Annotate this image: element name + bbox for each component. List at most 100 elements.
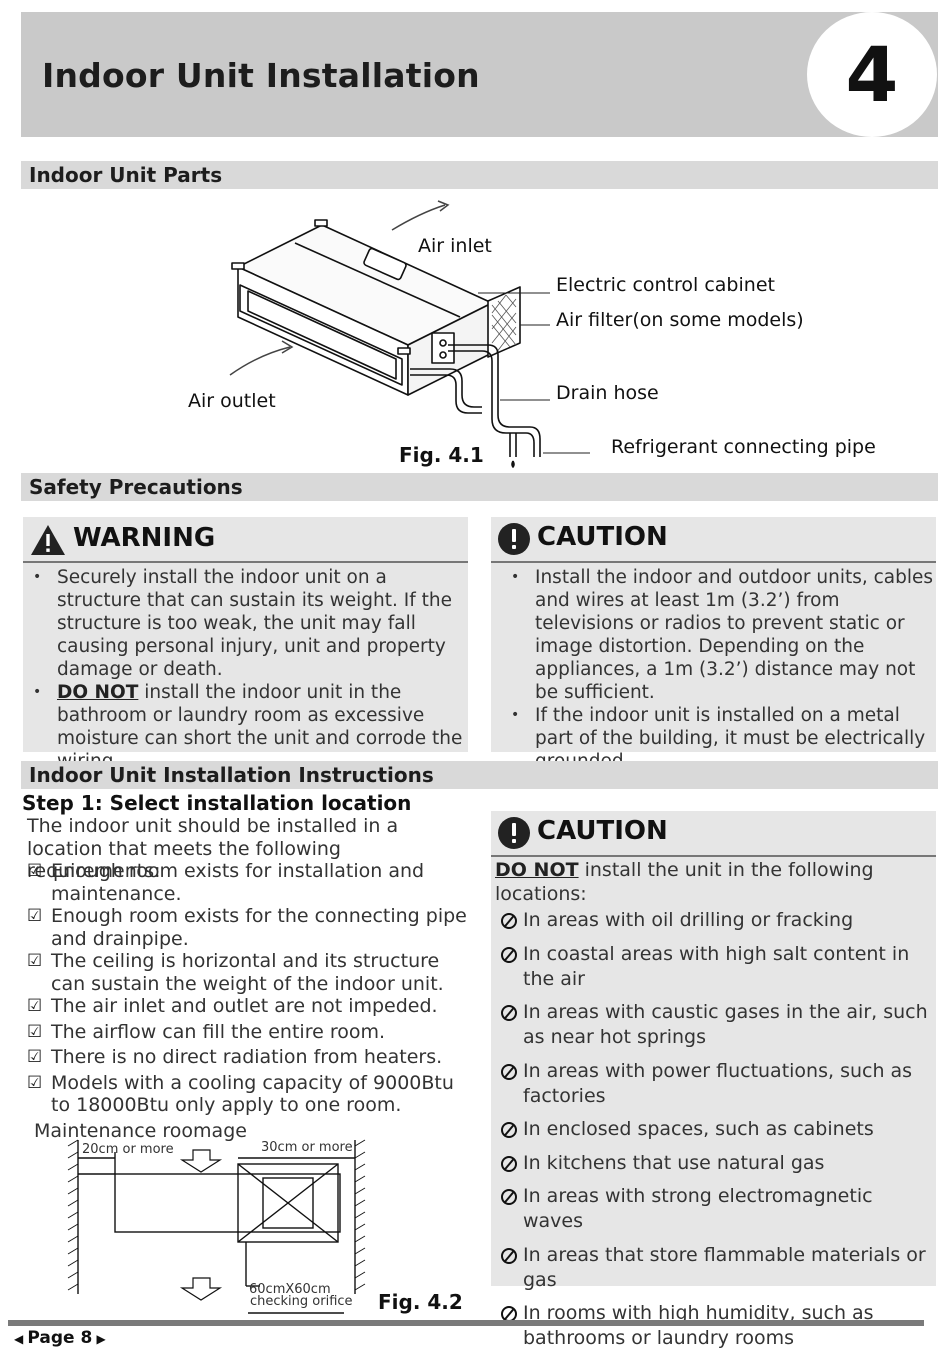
checkbox-icon: ☑ bbox=[27, 861, 43, 881]
prohibited-location-text: In areas with caustic gases in the air, … bbox=[523, 1001, 928, 1048]
orifice-label: checking orifice bbox=[250, 1294, 353, 1309]
requirement-item: ☑ Models with a cooling capacity of 9000B… bbox=[27, 1072, 472, 1117]
caution-item: •If the indoor unit is installed on a me… bbox=[501, 704, 936, 773]
caution-divider-1 bbox=[491, 561, 936, 563]
section-title-parts: Indoor Unit Parts bbox=[29, 163, 223, 187]
caution-2-emphasis: DO NOT bbox=[495, 859, 579, 881]
prohibited-location-text: In kitchens that use natural gas bbox=[523, 1151, 825, 1174]
prohibited-icon bbox=[501, 913, 517, 929]
checkbox-icon: ☑ bbox=[27, 996, 43, 1016]
caution-icon bbox=[498, 817, 530, 849]
caution-box-2 bbox=[491, 811, 936, 1286]
step-title: Step 1: Select installation location bbox=[22, 791, 412, 815]
prohibited-icon bbox=[501, 1247, 517, 1264]
requirement-text: Enough room exists for the connecting pi… bbox=[51, 905, 467, 950]
checkbox-icon: ☑ bbox=[27, 1047, 43, 1067]
warning-item-text: install the indoor unit in the bathroom … bbox=[57, 682, 463, 772]
caution-divider-2 bbox=[491, 855, 936, 857]
label-air-inlet: Air inlet bbox=[418, 235, 492, 257]
figure-caption-4-1: Fig. 4.1 bbox=[399, 443, 484, 467]
checkbox-icon: ☑ bbox=[27, 951, 43, 971]
prohibited-location-item: In rooms with high humidity, such as bat… bbox=[495, 1301, 933, 1351]
chapter-number: 4 bbox=[845, 29, 899, 119]
caution-title-1: CAUTION bbox=[537, 522, 668, 552]
label-drain-hose: Drain hose bbox=[556, 382, 659, 404]
prohibited-location-text: In enclosed spaces, such as cabinets bbox=[523, 1118, 874, 1140]
warning-list: •Securely install the indoor unit on a s… bbox=[23, 566, 468, 773]
prohibited-location-item: In areas with strong electromagnetic wav… bbox=[495, 1184, 933, 1234]
requirement-item: ☑ The air inlet and outlet are not impede… bbox=[27, 995, 472, 1018]
dim-left: 20cm or more bbox=[82, 1142, 174, 1157]
requirements-list: ☑ Enough room exists for installation and… bbox=[27, 860, 472, 1117]
prohibited-location-text: In rooms with high humidity, such as bat… bbox=[523, 1302, 874, 1349]
caution-2-intro: DO NOT install the unit in the following… bbox=[495, 858, 935, 906]
warning-item: •DO NOT install the indoor unit in the b… bbox=[23, 681, 468, 773]
label-air-filter: Air filter(on some models) bbox=[556, 309, 804, 331]
requirement-text: The air inlet and outlet are not impeded… bbox=[51, 995, 438, 1017]
requirement-text: The ceiling is horizontal and its struct… bbox=[51, 950, 444, 995]
warning-title: WARNING bbox=[73, 523, 216, 553]
requirement-text: The airflow can fill the entire room. bbox=[51, 1020, 386, 1043]
label-electric-cabinet: Electric control cabinet bbox=[556, 274, 775, 296]
chapter-badge: 4 bbox=[807, 12, 937, 137]
caution-item-text: Install the indoor and outdoor units, ca… bbox=[535, 567, 934, 703]
prohibited-icon bbox=[501, 1155, 517, 1172]
warning-item-emphasis: DO NOT bbox=[57, 682, 139, 703]
footer-rule bbox=[8, 1320, 924, 1326]
prohibited-location-text: In areas with strong electromagnetic wav… bbox=[523, 1185, 873, 1232]
requirement-item: ☑The airflow can fill the entire room. bbox=[27, 1021, 472, 1044]
prohibited-location-text: In coastal areas with high salt content … bbox=[523, 942, 910, 990]
indoor-unit-diagram bbox=[229, 200, 590, 468]
figure-caption-4-2: Fig. 4.2 bbox=[378, 1290, 463, 1314]
prohibited-location-item: In areas with caustic gases in the air, … bbox=[495, 1000, 933, 1050]
label-refrigerant-pipe: Refrigerant connecting pipe bbox=[611, 436, 876, 458]
warning-item-text: Securely install the indoor unit on a st… bbox=[57, 567, 452, 680]
requirement-item: ☑ The ceiling is horizontal and its struc… bbox=[27, 950, 472, 995]
orifice-size: 60cmX60cm bbox=[249, 1282, 331, 1297]
caution-2-intro-text: install the unit in the following locati… bbox=[495, 859, 874, 905]
label-air-outlet: Air outlet bbox=[188, 390, 276, 412]
chapter-header bbox=[21, 12, 938, 137]
prohibited-location-text: In areas with power fluctuations, such a… bbox=[523, 1059, 913, 1107]
prohibited-location-item: In enclosed spaces, such as cabinets bbox=[495, 1117, 933, 1142]
section-bar-parts: Indoor Unit Parts bbox=[21, 161, 938, 189]
requirement-item: ☑ Enough room exists for installation and… bbox=[27, 860, 472, 905]
section-title-instructions: Indoor Unit Installation Instructions bbox=[29, 763, 434, 787]
caution-list-1: •Install the indoor and outdoor units, c… bbox=[501, 566, 936, 773]
requirement-item: ☑ There is no direct radiation from heate… bbox=[27, 1046, 472, 1069]
caution-box-1 bbox=[491, 517, 936, 752]
requirement-text: There is no direct radiation from heater… bbox=[51, 1046, 443, 1068]
prohibited-icon bbox=[501, 946, 517, 963]
prohibited-location-item: In areas with power fluctuations, such a… bbox=[495, 1059, 933, 1109]
prohibited-location-item: In kitchens that use natural gas bbox=[495, 1151, 933, 1176]
section-bar-safety: Safety Precautions bbox=[21, 473, 938, 501]
step-intro: The indoor unit should be installed in a… bbox=[27, 815, 399, 882]
prohibited-location-item: In areas that store flammable materials … bbox=[495, 1243, 933, 1293]
warning-box bbox=[23, 517, 468, 752]
prohibited-location-text: In areas that store flammable materials … bbox=[523, 1243, 926, 1291]
page-title: Indoor Unit Installation bbox=[42, 56, 480, 95]
checkbox-icon: ☑ bbox=[27, 1072, 43, 1093]
maintenance-label: Maintenance roomage bbox=[34, 1120, 247, 1142]
checkbox-icon: ☑ bbox=[27, 906, 43, 926]
warning-item: •Securely install the indoor unit on a s… bbox=[33, 567, 452, 680]
page-indicator: ◀ Page 8 ▶ bbox=[14, 1328, 106, 1348]
prev-page-icon[interactable]: ◀ bbox=[14, 1332, 28, 1346]
prohibited-location-text: In areas with oil drilling or fracking bbox=[523, 909, 854, 931]
section-title-safety: Safety Precautions bbox=[29, 475, 243, 499]
prohibited-icon bbox=[501, 1005, 517, 1021]
prohibited-location-item: In areas with oil drilling or fracking bbox=[495, 908, 933, 933]
prohibited-icon bbox=[501, 1063, 517, 1080]
page-number: Page 8 bbox=[27, 1328, 93, 1348]
requirement-text: Models with a cooling capacity of 9000Bt… bbox=[51, 1071, 454, 1117]
caution-item: •Install the indoor and outdoor units, c… bbox=[511, 567, 934, 703]
requirement-text: Enough room exists for installation and … bbox=[51, 860, 425, 905]
maintenance-diagram bbox=[67, 1139, 366, 1314]
next-page-icon[interactable]: ▶ bbox=[92, 1332, 106, 1346]
caution-icon bbox=[498, 523, 530, 555]
section-bar-instructions: Indoor Unit Installation Instructions bbox=[21, 761, 938, 789]
prohibited-icon bbox=[501, 1122, 517, 1138]
caution-title-2: CAUTION bbox=[537, 816, 668, 846]
warning-icon bbox=[31, 525, 65, 555]
